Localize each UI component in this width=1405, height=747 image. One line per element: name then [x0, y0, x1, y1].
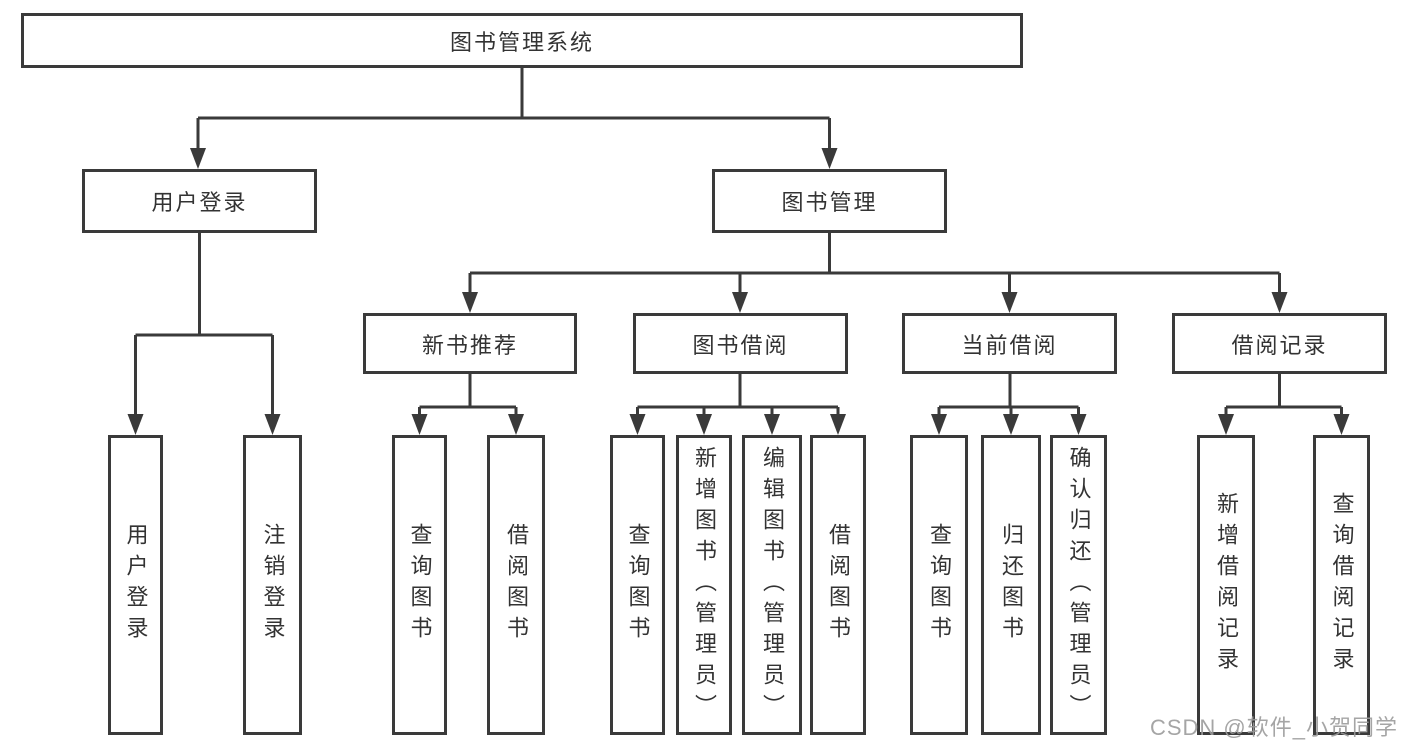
leaf-return-books: 归还图书	[981, 435, 1041, 735]
connector-user-login-group	[134, 233, 274, 416]
leaf-logout: 注销登录	[243, 435, 302, 735]
node-current-borrow: 当前借阅	[902, 313, 1117, 374]
leaf-query-borrow-record: 查询借阅记录	[1313, 435, 1370, 735]
node-book-borrow: 图书借阅	[633, 313, 848, 374]
connector-current-borrow-group	[937, 374, 1080, 416]
leaf-add-book-admin: 新增图书（管理员）	[676, 435, 732, 735]
connector-root-to-level2	[196, 68, 831, 150]
leaf-user-login: 用户登录	[108, 435, 163, 735]
connector-borrow-records-group	[1224, 374, 1343, 416]
node-root-system: 图书管理系统	[21, 13, 1023, 68]
leaf-add-borrow-record: 新增借阅记录	[1197, 435, 1255, 735]
node-book-management: 图书管理	[712, 169, 947, 233]
node-user-login: 用户登录	[82, 169, 317, 233]
node-new-book-recommend: 新书推荐	[363, 313, 577, 374]
leaf-query-books-borrow: 查询图书	[610, 435, 665, 735]
node-borrow-records: 借阅记录	[1172, 313, 1387, 374]
connector-new-book-group	[418, 374, 518, 416]
leaf-borrow-books-recommend: 借阅图书	[487, 435, 545, 735]
leaf-query-books-current: 查询图书	[910, 435, 968, 735]
connector-book-borrow-group	[636, 374, 840, 416]
leaf-edit-book-admin: 编辑图书（管理员）	[742, 435, 802, 735]
leaf-query-books-recommend: 查询图书	[392, 435, 447, 735]
leaf-confirm-return-admin: 确认归还（管理员）	[1050, 435, 1107, 735]
connector-book-management-group	[468, 233, 1281, 294]
csdn-watermark: CSDN @软件_小贺同学	[1149, 715, 1398, 740]
leaf-borrow-books: 借阅图书	[810, 435, 866, 735]
